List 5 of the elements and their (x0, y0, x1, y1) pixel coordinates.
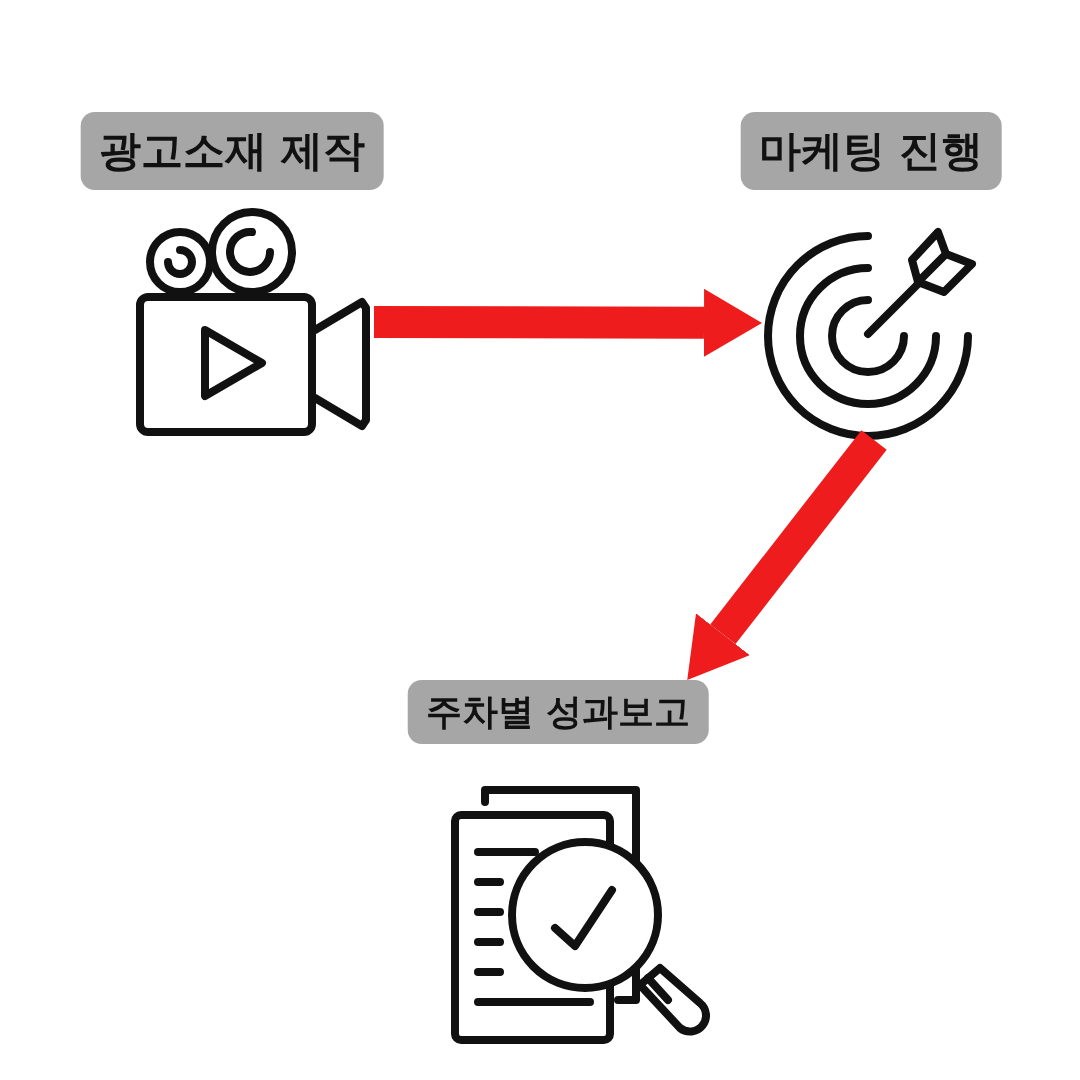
title-label: 마케팅 진행 (740, 112, 1002, 190)
title-label: 주차별 성과보고 (407, 680, 709, 744)
arrow (373, 288, 762, 357)
title-label: 광고소재 제작 (80, 112, 384, 190)
arrow (687, 430, 887, 680)
